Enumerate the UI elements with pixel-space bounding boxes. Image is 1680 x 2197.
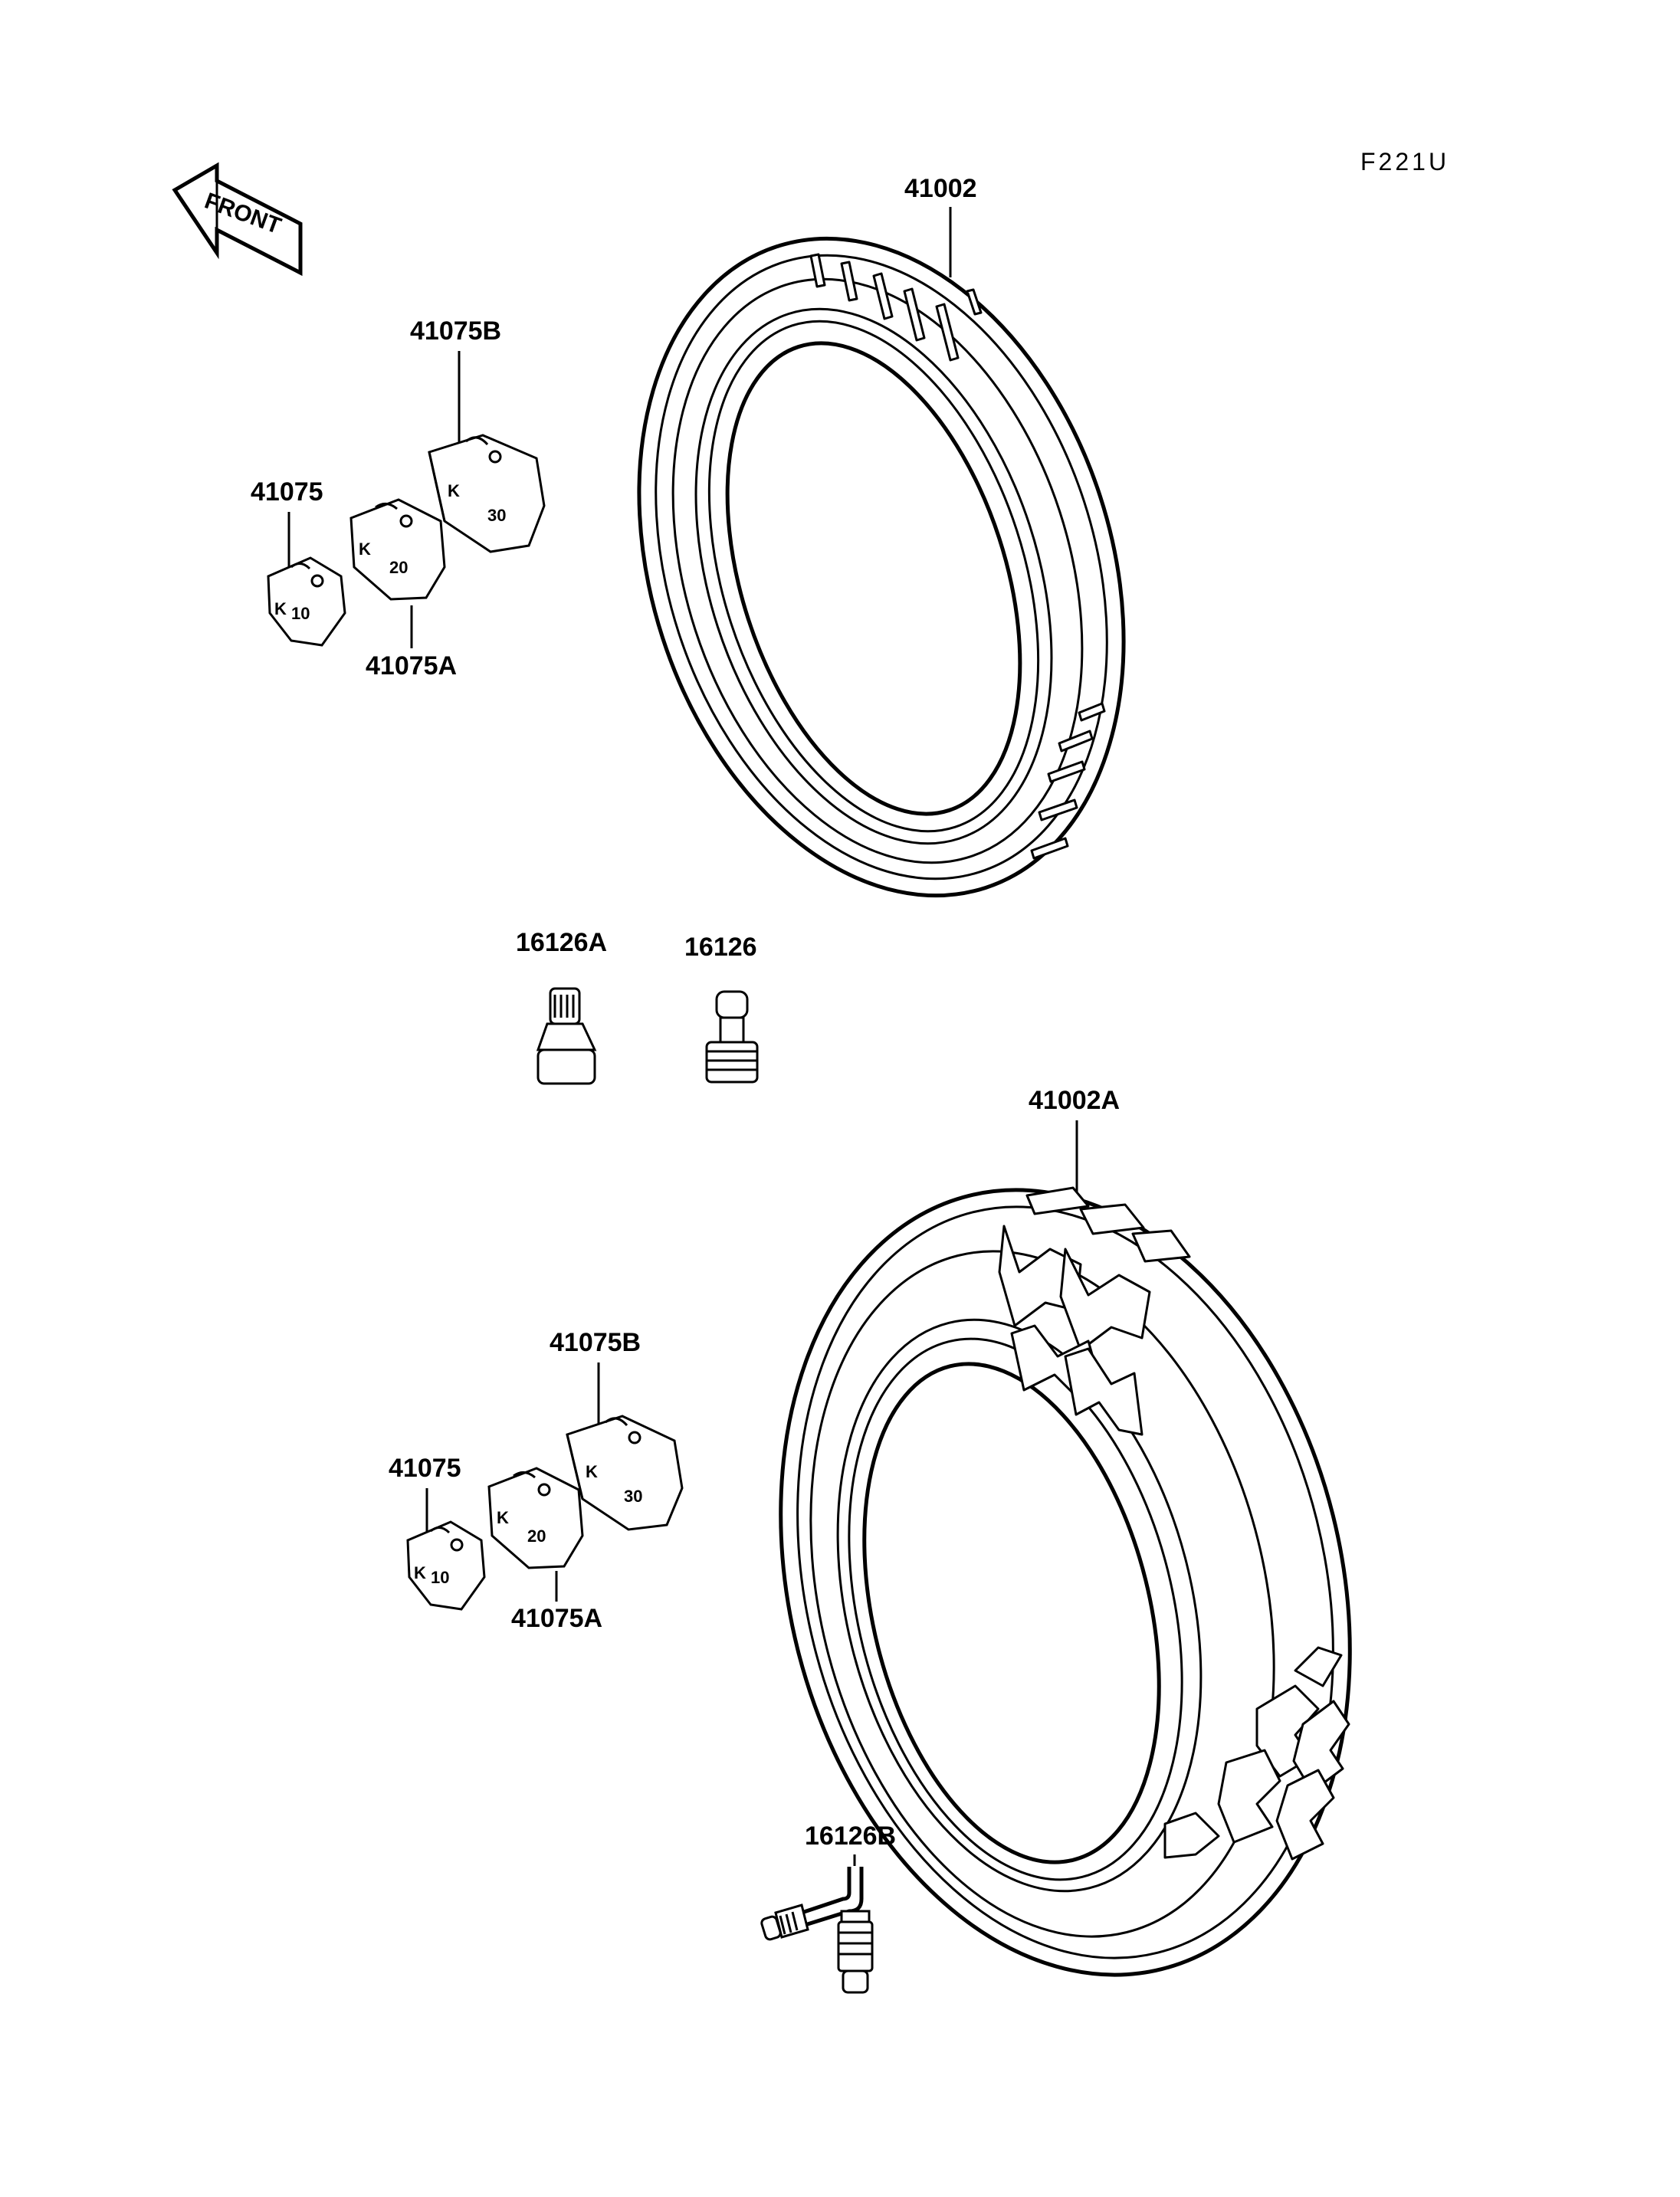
svg-text:20: 20 [527,1526,546,1546]
label-41075a-bottom: 41075A [511,1604,602,1633]
front-tire-tread-top [809,253,983,362]
wheel-weight-20-bottom: K 20 [487,1467,584,1569]
wheel-weight-10-bottom: K 10 [406,1520,486,1611]
label-41075a-top: 41075A [366,651,457,680]
wheel-weight-30-top: K 30 [428,434,546,553]
front-tire-tread-bottom [1030,702,1106,860]
label-41075-top: 41075 [251,477,323,507]
svg-text:K: K [497,1508,509,1527]
valve-16126a [536,987,597,1085]
svg-text:10: 10 [291,604,310,623]
rear-tire [779,1186,1352,1977]
svg-text:K: K [448,481,460,500]
front-arrow-icon: FRONT [172,162,303,277]
figure-code: F221U [1360,148,1449,175]
label-41075b-bottom: 41075B [550,1328,641,1357]
wheel-weight-30-bottom: K 30 [566,1415,684,1531]
wheel-weight-20-top: K 20 [349,498,446,601]
label-16126: 16126 [684,933,757,962]
svg-text:K: K [274,599,287,618]
valve-16126b [760,1854,874,1994]
svg-text:10: 10 [431,1568,449,1587]
label-41002: 41002 [904,174,977,203]
svg-text:30: 30 [487,506,506,525]
wheel-weight-10-top: K 10 [267,556,346,647]
svg-text:20: 20 [389,558,408,577]
rear-tire-tread-top [998,1186,1191,1436]
svg-text:30: 30 [624,1487,642,1506]
label-41002a: 41002A [1029,1086,1120,1115]
label-16126b: 16126B [805,1822,896,1851]
front-tire [637,236,1126,898]
label-41075b-top: 41075B [410,316,501,346]
label-41075-bottom: 41075 [389,1454,461,1483]
svg-text:K: K [586,1462,598,1481]
svg-text:K: K [414,1563,426,1582]
svg-text:K: K [359,539,371,559]
valve-16126 [705,990,759,1084]
rear-tire-tread-bottom [1163,1646,1350,1861]
label-16126a: 16126A [516,928,607,957]
